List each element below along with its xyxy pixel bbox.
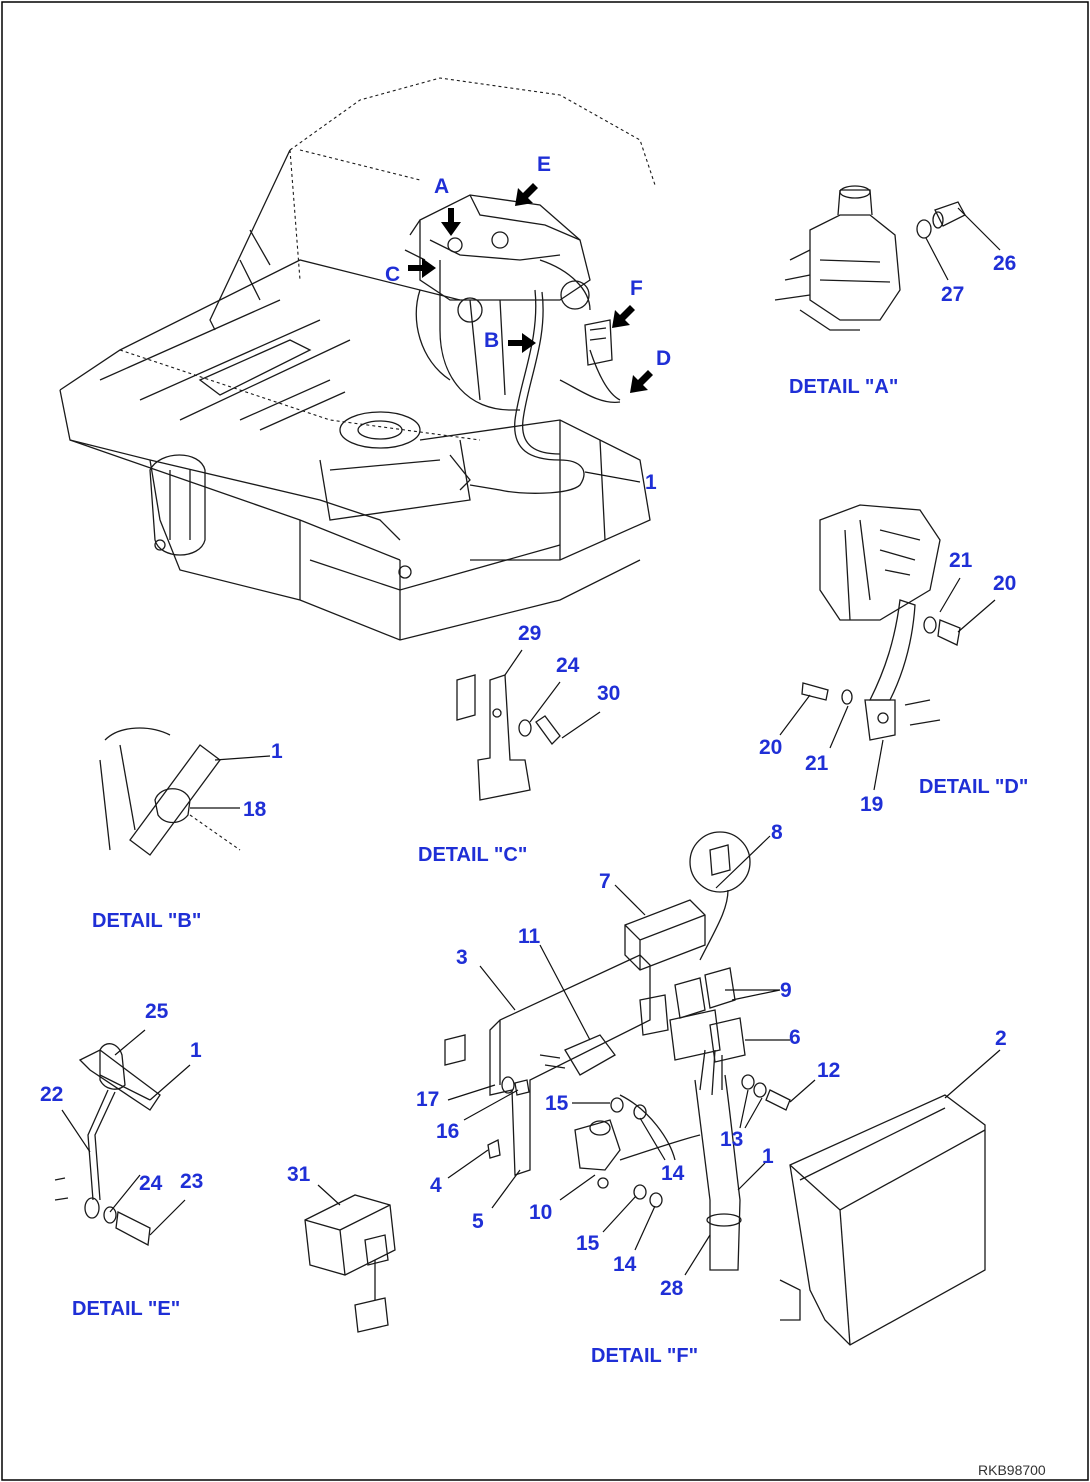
callout-17: 17 [416,1088,439,1111]
callout-4: 4 [430,1174,442,1197]
callout-11: 11 [518,925,541,948]
callout-16: 16 [436,1120,459,1143]
callout-1-e: 1 [190,1039,202,1062]
callout-28: 28 [660,1277,684,1300]
callout-letter-a: A [434,175,449,198]
caption-detail-d: DETAIL "D" [919,776,1028,798]
callout-9: 9 [780,979,792,1002]
callout-24-e: 24 [139,1172,163,1195]
caption-detail-a: DETAIL "A" [789,376,898,398]
callout-23: 23 [180,1170,203,1193]
detail-b-drawing [99,727,271,856]
main-machine-view [59,77,656,641]
callout-29: 29 [518,622,541,645]
callout-15-lower: 15 [576,1232,600,1255]
callout-8: 8 [771,821,783,844]
callout-1-f: 1 [762,1145,774,1168]
caption-detail-e: DETAIL "E" [72,1298,180,1320]
callout-30: 30 [597,682,620,705]
detail-e-drawing [54,1029,396,1333]
callout-26: 26 [993,252,1016,275]
callout-18: 18 [243,798,267,821]
callout-31: 31 [287,1163,311,1186]
callout-7: 7 [599,870,611,893]
callout-10: 10 [529,1201,552,1224]
callout-14-lower: 14 [613,1253,637,1276]
callout-12: 12 [817,1059,840,1082]
callout-22: 22 [40,1083,63,1106]
callout-letter-d: D [656,347,671,370]
detail-a-drawing [774,185,1001,331]
callout-21-top: 21 [949,549,973,572]
callout-letter-b: B [484,329,499,352]
detail-d-drawing [779,504,996,791]
callout-15-upper: 15 [545,1092,569,1115]
callout-14-upper: 14 [661,1162,685,1185]
callout-1-b: 1 [271,740,283,763]
drawing-code: RKB98700 [978,1462,1046,1478]
callout-21-bottom: 21 [805,752,829,775]
caption-detail-f: DETAIL "F" [591,1345,698,1367]
callout-letter-c: C [385,263,400,286]
callout-19: 19 [860,793,883,816]
callout-24-c: 24 [556,654,580,677]
detail-f-drawing [444,831,1001,1346]
callout-25: 25 [145,1000,169,1023]
caption-detail-c: DETAIL "C" [418,844,527,866]
callout-1-main: 1 [645,471,657,494]
callout-2: 2 [995,1027,1007,1050]
callout-3: 3 [456,946,468,969]
callout-20-left: 20 [759,736,782,759]
callout-letter-f: F [630,277,643,300]
callout-5: 5 [472,1210,484,1233]
callout-20-right: 20 [993,572,1016,595]
callout-27: 27 [941,283,964,306]
caption-detail-b: DETAIL "B" [92,910,201,932]
callout-letter-e: E [537,153,551,176]
callout-6: 6 [789,1026,801,1049]
callout-13: 13 [720,1128,743,1151]
detail-c-drawing [456,649,601,801]
